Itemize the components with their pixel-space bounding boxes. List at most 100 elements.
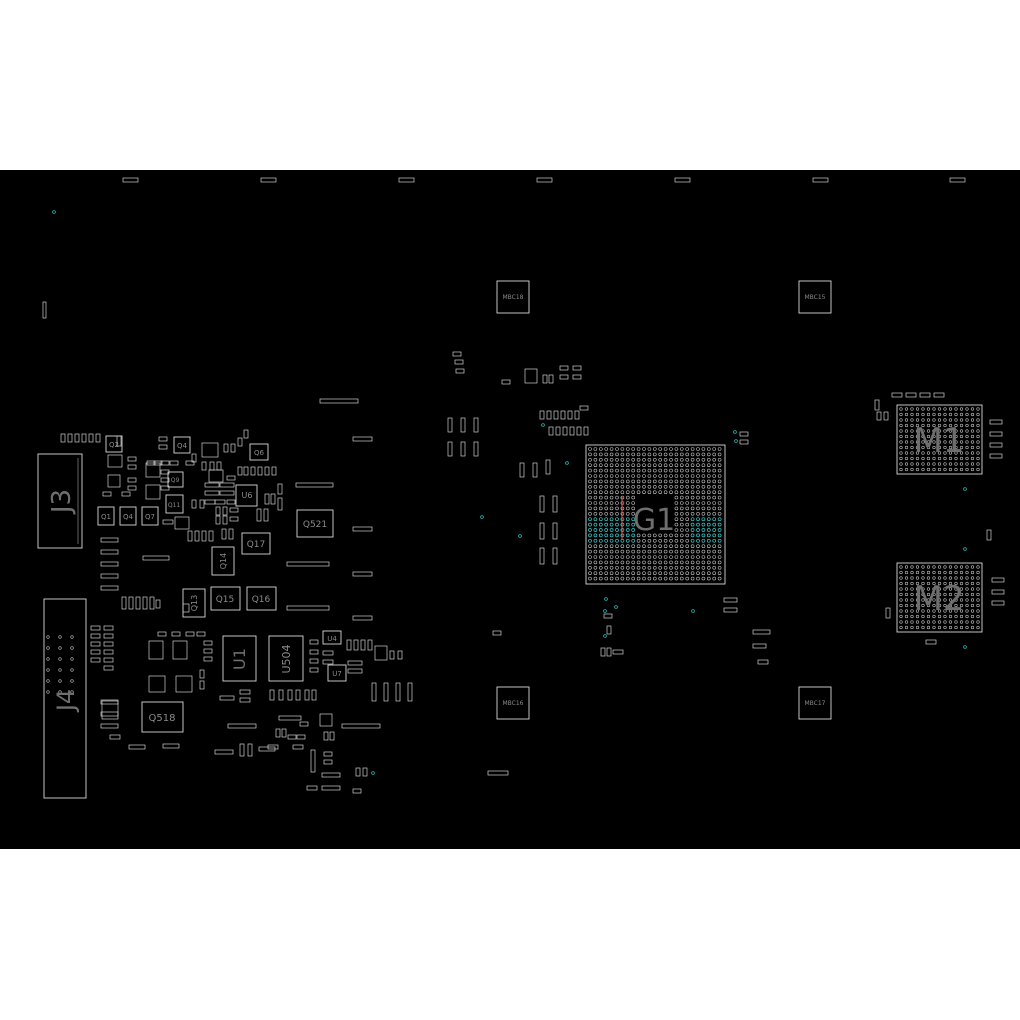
module-ball (959, 418, 964, 422)
module-ball (910, 598, 914, 602)
passive-part (296, 734, 306, 740)
passive-part (157, 631, 167, 637)
u1-label: U1 (230, 648, 249, 670)
j4-pin (46, 657, 50, 661)
g1-ball (712, 565, 717, 570)
g1-ball (690, 511, 695, 516)
connector-j4[interactable]: J4 (43, 598, 87, 799)
module-ball (904, 407, 909, 411)
module-ball (910, 462, 914, 466)
g1-ball (588, 452, 592, 457)
g1-ball (685, 495, 690, 500)
q2-component[interactable]: Q2 (105, 435, 123, 453)
module-ball (965, 445, 969, 450)
passive-part (191, 453, 197, 463)
module-m1[interactable]: M1 (896, 404, 983, 475)
module-ball (976, 445, 980, 450)
passive-part (237, 466, 243, 476)
module-ball (965, 423, 969, 428)
g1-ball (631, 511, 636, 516)
mbc17-block[interactable]: MBC17 (798, 686, 832, 720)
module-ball (932, 451, 936, 455)
u504-component[interactable]: U504 (268, 635, 304, 682)
via (371, 771, 375, 775)
g1-ball (615, 501, 619, 505)
module-ball (926, 412, 931, 417)
q518-component[interactable]: Q518 (141, 701, 184, 733)
mbc15-block[interactable]: MBC15 (798, 280, 832, 314)
g1-ball (604, 501, 609, 505)
module-ball (948, 603, 953, 608)
module-ball (937, 412, 942, 417)
module-ball (915, 451, 920, 455)
connector-j3[interactable]: J3 (37, 453, 83, 549)
passive-part (292, 744, 304, 750)
q1-component[interactable]: Q1 (97, 506, 115, 526)
g1-ball (706, 447, 711, 451)
g1-ball (706, 538, 711, 543)
passive-part (311, 689, 317, 701)
q15-component[interactable]: Q15 (210, 586, 241, 611)
g1-ball (625, 506, 630, 511)
passive-part (322, 659, 334, 665)
u7-component[interactable]: U7 (327, 664, 347, 682)
u6-component[interactable]: U6 (235, 484, 258, 507)
passive-part (352, 436, 373, 442)
q13-component[interactable]: Q13 (182, 588, 206, 618)
g1-ball (636, 533, 641, 538)
mbc16-block[interactable]: MBC16 (496, 686, 530, 720)
passive-part (230, 443, 236, 453)
g1-ball (701, 538, 706, 543)
module-ball (910, 576, 914, 580)
g1-ball (679, 522, 684, 527)
module-ball (926, 620, 931, 624)
module-m2[interactable]: M2 (896, 562, 983, 633)
module-ball (970, 418, 975, 422)
g1-ball (712, 549, 717, 554)
g1-ball (717, 511, 722, 516)
module-ball (965, 440, 969, 444)
g1-ball (636, 452, 641, 457)
g1-ball (604, 468, 609, 473)
passive-part (155, 599, 161, 609)
passive-part (160, 477, 170, 483)
passive-part (407, 682, 413, 702)
passive-part (532, 462, 538, 478)
g1-ball (674, 474, 679, 478)
module-ball (937, 614, 942, 619)
q11-component[interactable]: Q11 (165, 494, 184, 514)
module-ball (954, 565, 958, 569)
module-ball (915, 407, 920, 411)
q7-component[interactable]: Q7 (141, 506, 159, 526)
module-ball (948, 570, 953, 575)
module-ball (976, 456, 980, 461)
u1-component[interactable]: U1 (222, 635, 257, 682)
g1-ball (658, 544, 663, 549)
q4-bottom-component[interactable]: Q4 (119, 506, 137, 526)
q16-component[interactable]: Q16 (246, 586, 277, 611)
g1-ball (696, 463, 700, 468)
module-ball (932, 609, 936, 613)
mbc17-label: MBC17 (804, 700, 825, 707)
g1-ball (658, 484, 663, 489)
module-ball (943, 418, 947, 422)
module-ball (943, 423, 947, 428)
module-ball (904, 412, 909, 417)
module-ball (970, 412, 975, 417)
q14-component[interactable]: Q14 (211, 546, 235, 576)
passive-part (160, 469, 170, 475)
g1-ball (615, 549, 619, 554)
mbc18-block[interactable]: MBC18 (496, 280, 530, 314)
g1-ball (706, 555, 711, 559)
q4-top-component[interactable]: Q4 (173, 436, 191, 454)
q521-component[interactable]: Q521 (296, 509, 334, 538)
q6-label: Q6 (254, 449, 265, 457)
g1-ball (706, 528, 711, 532)
passive-part (353, 639, 359, 651)
q9-component[interactable]: Q9 (167, 471, 184, 488)
bga-g1[interactable]: G1 (585, 444, 726, 585)
passive-part (876, 411, 882, 421)
q6-component[interactable]: Q6 (249, 443, 269, 461)
q17-component[interactable]: Q17 (241, 532, 271, 555)
u4-component[interactable]: U4 (322, 630, 342, 645)
